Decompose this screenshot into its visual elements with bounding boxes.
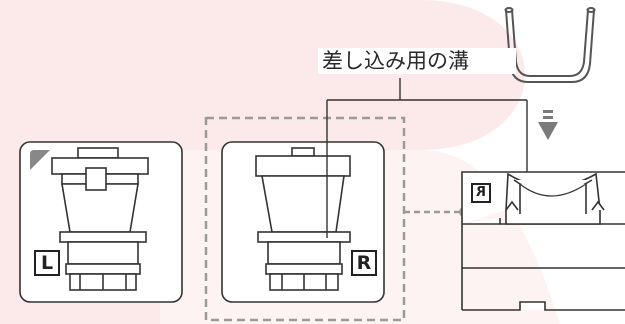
left-adapter-part bbox=[51, 147, 149, 291]
groove-callout-label: 差し込み用の溝 bbox=[318, 48, 516, 74]
callout-leader bbox=[326, 78, 528, 238]
highlight-dashed-frame bbox=[204, 116, 406, 322]
u-wire-clip-icon bbox=[504, 7, 596, 83]
left-panel bbox=[19, 141, 183, 303]
device-side-label: R bbox=[471, 183, 491, 203]
device-body bbox=[461, 171, 625, 311]
right-adapter-part bbox=[255, 147, 351, 291]
corner-notch-icon bbox=[30, 150, 50, 170]
left-side-label: L bbox=[34, 250, 60, 276]
right-side-label: R bbox=[351, 250, 377, 276]
right-panel bbox=[221, 141, 385, 303]
down-arrow-icon bbox=[538, 110, 558, 140]
